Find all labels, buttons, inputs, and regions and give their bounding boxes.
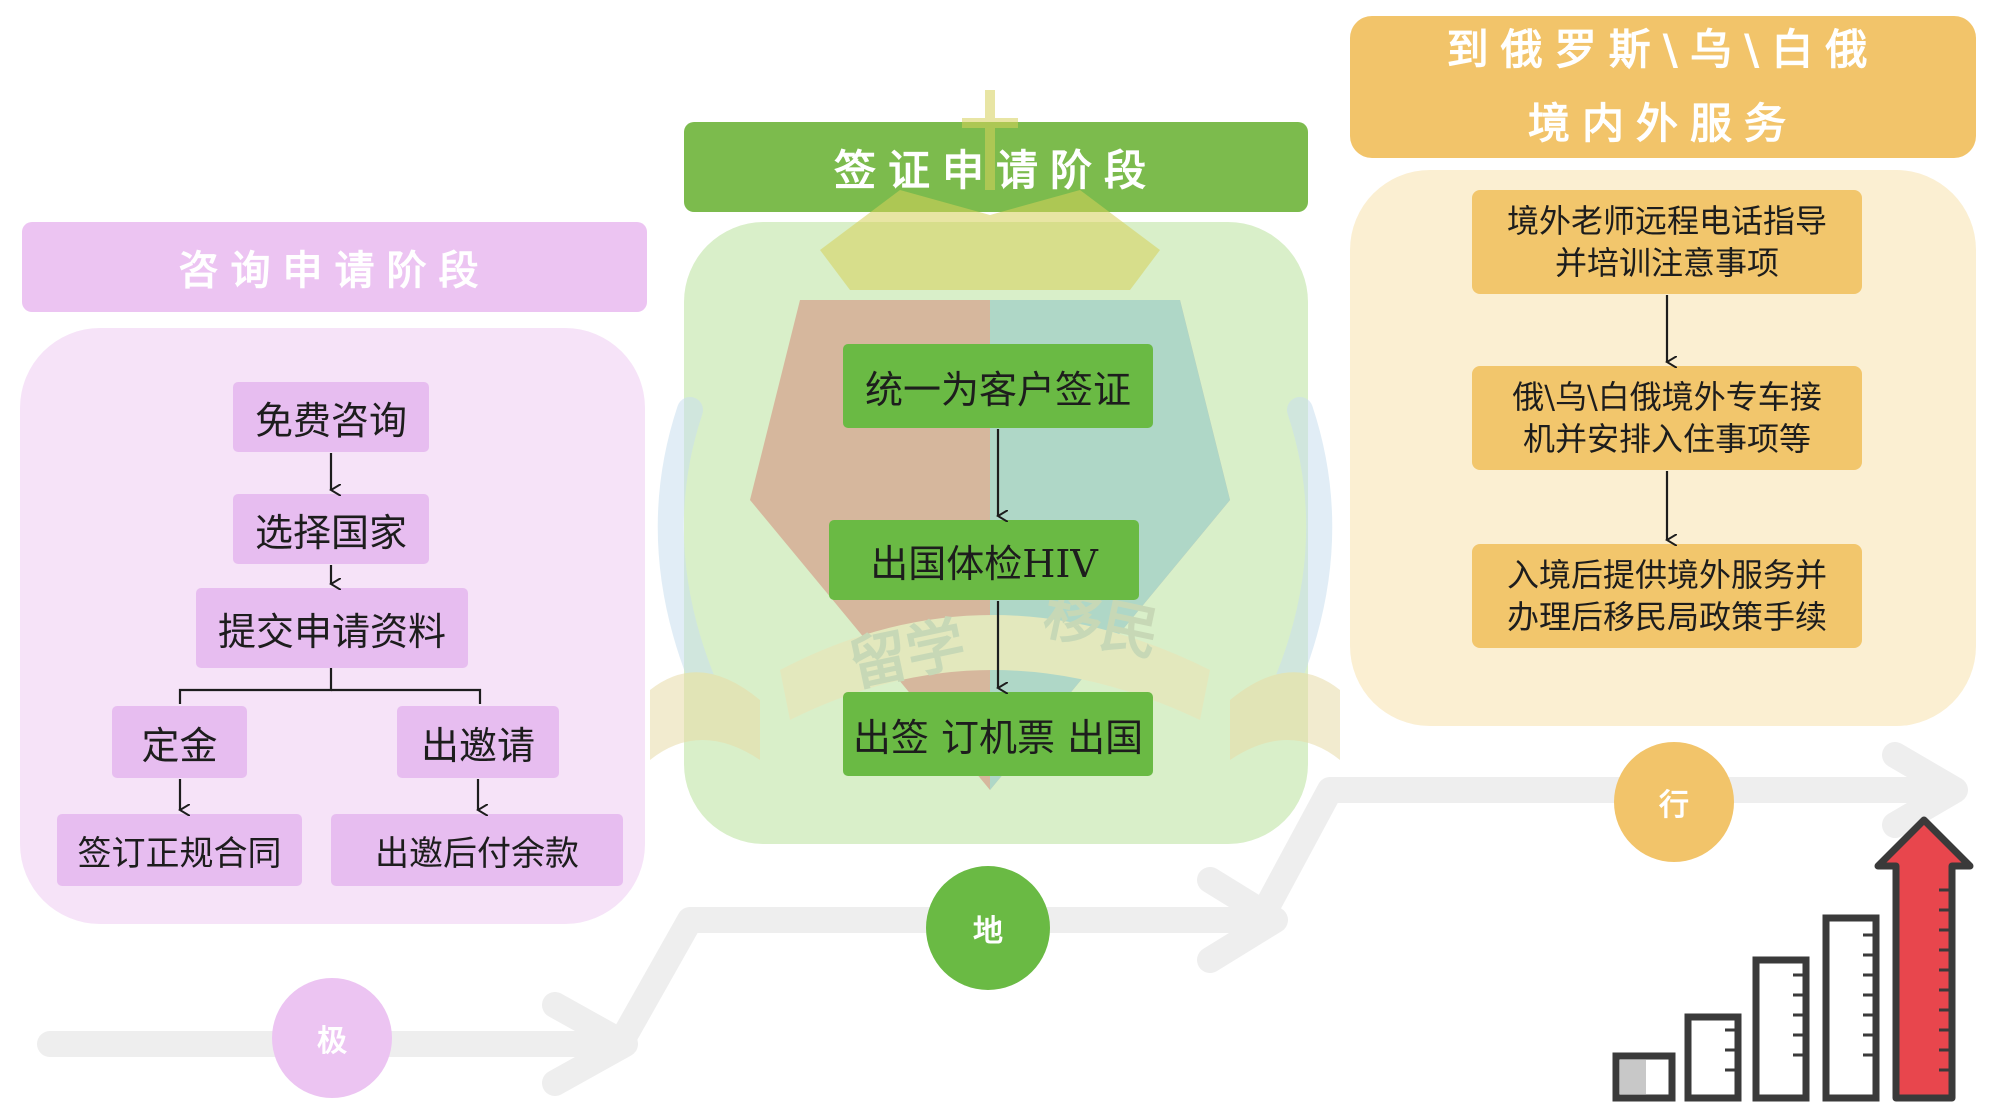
node-airport-pickup-line2: 机并安排入住事项等 [1522, 420, 1811, 458]
node-overseas-service: 入境后提供境外服务并 办理后移民局政策手续 [1472, 544, 1862, 648]
stage3-header-line1: 到俄罗斯\乌\白俄 [1446, 25, 1880, 74]
up-arrow-icon [1874, 816, 1974, 1102]
node-airport-pickup: 俄\乌\白俄境外专车接 机并安排入住事项等 [1472, 366, 1862, 470]
stage2-marker: 地 [926, 866, 1050, 990]
stage1-header: 咨询申请阶段 [22, 222, 647, 312]
growth-bar-4 [1822, 914, 1880, 1102]
stage3-marker: 行 [1614, 742, 1734, 862]
node-invitation: 出邀请 [397, 706, 559, 778]
progress-arrowhead-1 [542, 992, 638, 1096]
progress-arrowhead-3 [1882, 742, 1968, 838]
stage3-header: 到俄罗斯\乌\白俄 境内外服务 [1350, 16, 1976, 158]
node-free-consult: 免费咨询 [233, 382, 429, 452]
growth-bar-3 [1752, 956, 1810, 1102]
connector-submit-deposit [178, 668, 333, 704]
node-visa-service: 统一为客户签证 [843, 344, 1153, 428]
node-overseas-service-line1: 入境后提供境外服务并 [1506, 556, 1827, 594]
stage1-marker: 极 [272, 978, 392, 1098]
connector-submit-invite [331, 688, 482, 704]
node-overseas-service-line2: 办理后移民局政策手续 [1506, 598, 1827, 636]
node-choose-country: 选择国家 [233, 494, 429, 564]
node-remote-guidance-line2: 并培训注意事项 [1554, 244, 1779, 282]
node-remote-guidance-line1: 境外老师远程电话指导 [1506, 202, 1827, 240]
node-visa-ticket-depart: 出签 订机票 出国 [843, 692, 1153, 776]
progress-arrowhead-2 [1197, 867, 1288, 973]
node-airport-pickup-line1: 俄\乌\白俄境外专车接 [1512, 378, 1822, 416]
stage3-header-line2: 境内外服务 [1527, 99, 1798, 148]
node-medical-hiv: 出国体检HIV [829, 520, 1139, 600]
node-sign-contract: 签订正规合同 [57, 814, 302, 886]
node-remote-guidance: 境外老师远程电话指导 并培训注意事项 [1472, 190, 1862, 294]
node-submit-materials: 提交申请资料 [196, 588, 468, 668]
node-deposit: 定金 [112, 706, 247, 778]
node-pay-balance: 出邀后付余款 [331, 814, 623, 886]
